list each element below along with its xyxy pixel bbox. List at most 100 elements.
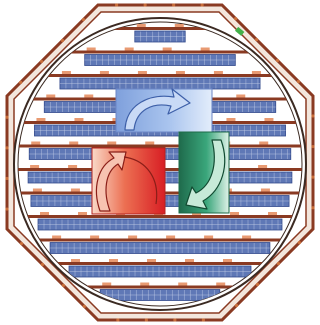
frame-bolt [61,283,66,288]
circular-rail-outer [13,17,307,311]
rail-bracket [185,259,195,262]
rail-bracket [52,235,62,239]
frame-bolt [311,175,315,179]
panel-row [18,47,302,66]
frame-bolt [276,261,281,266]
frame-bolt [5,207,9,211]
red-counterclockwise-arrow-icon [95,151,127,212]
rail-bracket [260,188,270,192]
green-marker [235,26,245,36]
rail-bracket [200,47,210,51]
rail-bracket [216,282,226,286]
rail-bracket [90,235,100,239]
row-rail [18,50,302,54]
rail-bracket [175,71,185,74]
rail-bracket [32,188,42,192]
frame-bolt [296,79,301,84]
frame-bolt [201,318,205,322]
rail-bracket [213,71,223,74]
rail-bracket [242,235,252,239]
frame-bolt [254,37,259,42]
rail-bracket [99,71,109,74]
frame-bolt [5,176,9,181]
rail-bracket [70,188,80,192]
frame-bolt [82,304,86,308]
rail-bracket [74,118,84,121]
frame-bolt [311,206,315,210]
row-rail [18,144,302,148]
rail-bracket [223,259,233,262]
rail-bracket [204,235,214,239]
rail-bracket [84,94,94,98]
frame-bolt [5,115,9,119]
frame-bolt [173,318,177,322]
rail-bracket [259,141,269,145]
rail-bracket [31,141,41,145]
rail-bracket [71,259,81,262]
rail-bracket [236,94,246,98]
rail-bracket [226,118,236,121]
frame-bolt [19,80,23,84]
frame-bolt [81,17,86,22]
panel-row [18,259,302,278]
blue-square [115,88,213,133]
panel-row [18,24,302,43]
rail-bracket [124,47,134,51]
rail-bracket [86,47,96,51]
frame-bolt [311,144,315,149]
frame-bolt [297,241,301,245]
frame-bolt [60,38,65,43]
row-rail [18,74,302,77]
rail-bracket [258,165,268,168]
rail-bracket [30,165,40,168]
row-rail [18,238,302,242]
rail-bracket [147,259,157,262]
frame-bolt [5,146,9,150]
rail-bracket [107,141,117,145]
rail-bracket [128,235,138,239]
row-rail [18,27,302,30]
rail-bracket [102,282,112,286]
rail-bracket [178,282,188,286]
frame-bolt [40,262,45,267]
frame-bolt [172,3,176,7]
panel-row [18,71,302,90]
frame-bolt [200,3,204,7]
rail-bracket [251,71,261,74]
frame-bolt [234,303,239,308]
rail-bracket [174,24,184,27]
frame-bolt [311,114,315,118]
frame-bolt [234,17,238,21]
rail-bracket [68,165,78,168]
frame-bolt [39,59,44,64]
rail-bracket [268,212,278,215]
rail-bracket [40,212,50,215]
rail-bracket [69,141,79,145]
frame-bolt [115,3,119,7]
frame-bolt [143,3,147,7]
row-rail [18,215,302,218]
rail-bracket [166,235,176,239]
panel-row [18,212,302,231]
frame-bolt [255,282,260,287]
blue-clockwise-arrow-icon [124,88,191,131]
frame-bolt [116,318,120,322]
circular-rail-inner [17,21,303,307]
panel-row [18,235,302,254]
rail-bracket [145,141,155,145]
rail-bracket [36,118,46,121]
frame-bolt [275,58,280,63]
rail-bracket [46,94,56,98]
frame-bolts [5,3,315,322]
frame-bolt [19,241,24,246]
rail-bracket [140,282,150,286]
rail-bracket [136,24,146,27]
rail-bracket [78,212,88,215]
row-rail [18,285,302,289]
green-square [178,131,230,214]
row-rail [18,262,302,265]
green-clockwise-arrow-icon [185,139,226,210]
rail-bracket [109,259,119,262]
